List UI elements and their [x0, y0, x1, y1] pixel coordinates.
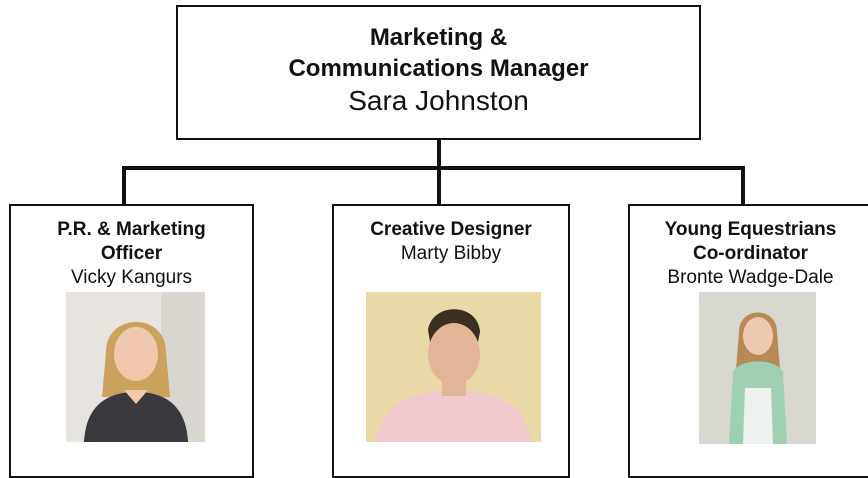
staff-node-young-equestrians: Young Equestrians Co-ordinator Bronte Wa…: [628, 204, 868, 478]
staff-photo: [699, 292, 816, 444]
staff-title-line1: Young Equestrians: [664, 219, 837, 240]
manager-node: Marketing & Communications Manager Sara …: [176, 5, 701, 140]
connector-manager-down: [437, 139, 441, 169]
staff-name: Marty Bibby: [400, 243, 502, 264]
staff-title-line2: Co-ordinator: [692, 243, 809, 264]
staff-title-line1: Creative Designer: [370, 219, 532, 240]
staff-name: Bronte Wadge-Dale: [667, 267, 834, 288]
connector-left-drop: [122, 166, 126, 205]
connector-center-drop: [437, 166, 441, 205]
staff-title-line2: Officer: [100, 243, 163, 264]
connector-horizontal: [122, 166, 745, 170]
staff-photo: [366, 292, 541, 442]
connector-right-drop: [741, 166, 745, 205]
manager-name: Sara Johnston: [348, 85, 529, 116]
staff-title-line1: P.R. & Marketing: [57, 219, 206, 240]
manager-title-line2: Communications Manager: [288, 55, 589, 82]
staff-name: Vicky Kangurs: [70, 267, 193, 288]
staff-node-creative-designer: Creative Designer Marty Bibby: [332, 204, 570, 478]
staff-photo: [66, 292, 205, 442]
staff-node-pr-officer: P.R. & Marketing Officer Vicky Kangurs: [9, 204, 254, 478]
manager-title-line1: Marketing &: [369, 24, 508, 51]
